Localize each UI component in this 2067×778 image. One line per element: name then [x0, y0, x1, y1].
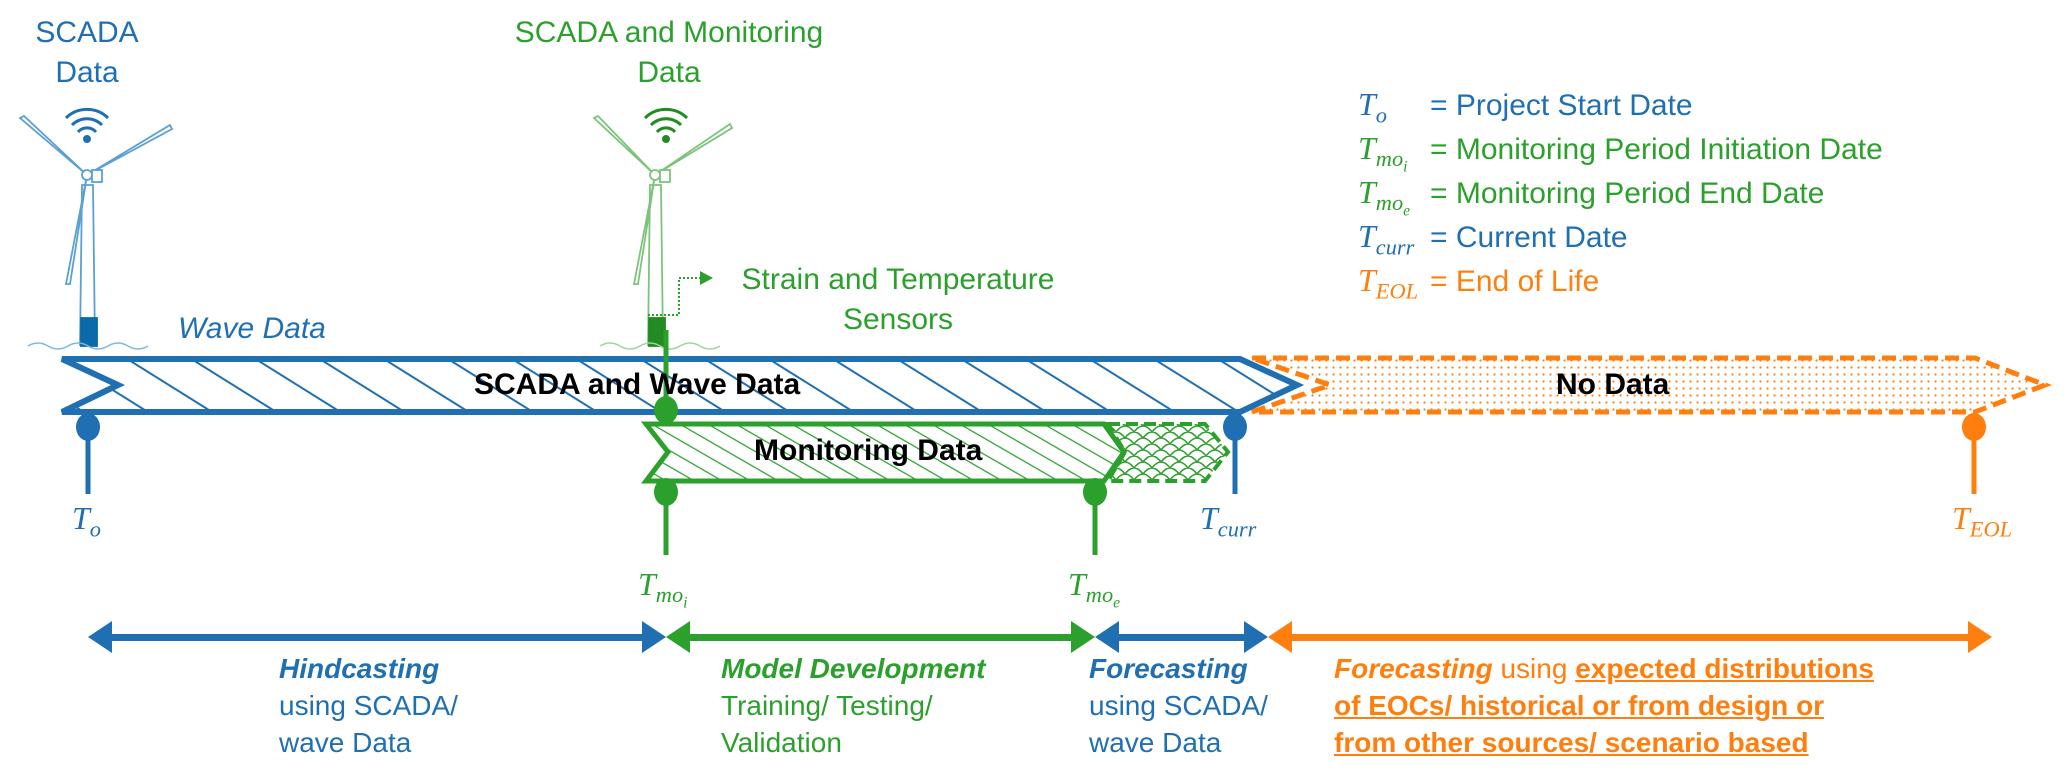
- monitoring-extension: [1104, 422, 1231, 483]
- pin-To: [76, 413, 100, 494]
- phase-future-forecasting: Forecasting using expected distributions…: [1334, 653, 1874, 758]
- wifi-icon: [643, 107, 689, 143]
- hindcasting-arrow: [88, 621, 666, 653]
- scada-wave-bar: [60, 356, 1305, 415]
- pin-Tmoi: [654, 330, 678, 555]
- turbine-scada-icon: [18, 114, 174, 350]
- pin-Tcurr: [1223, 413, 1247, 494]
- legend-item: To= Project Start Date: [1358, 86, 1693, 128]
- model-development-arrow: [666, 621, 1095, 653]
- pin-TEOL: [1962, 413, 1986, 494]
- legend-item: Tcurr= Current Date: [1358, 218, 1628, 260]
- label-TEOL: TEOL: [1952, 500, 2013, 542]
- legend-item: TEOL= End of Life: [1358, 262, 1600, 304]
- monitoring-bar-label: Monitoring Data: [754, 434, 983, 467]
- no-data-bar-label: No Data: [1556, 368, 1670, 401]
- wifi-icon: [64, 107, 110, 143]
- monitoring-bar: [640, 421, 1128, 484]
- future-forecasting-arrow: [1268, 621, 1992, 653]
- legend: To= Project Start Date Tmoi= Monitoring …: [1358, 82, 1883, 304]
- no-data-bar: [1251, 355, 2052, 415]
- wave-data-label: Wave Data: [178, 312, 326, 345]
- pin-Tmoe: [1083, 478, 1107, 555]
- scada-bar-label: SCADA and Wave Data: [474, 368, 801, 401]
- legend-item: Tmoi= Monitoring Period Initiation Date: [1358, 130, 1883, 176]
- label-Tmoe: Tmoe: [1068, 566, 1121, 612]
- forecasting-arrow: [1095, 621, 1268, 653]
- sensor-arrow-icon: [700, 271, 713, 285]
- label-Tcurr: Tcurr: [1200, 500, 1257, 542]
- label-Tmoi: Tmoi: [638, 566, 688, 612]
- turbine-monitoring-icon: [592, 114, 734, 350]
- label-To: To: [72, 500, 101, 542]
- sensor-connector: [648, 277, 700, 316]
- legend-item: Tmoe= Monitoring Period End Date: [1358, 174, 1825, 220]
